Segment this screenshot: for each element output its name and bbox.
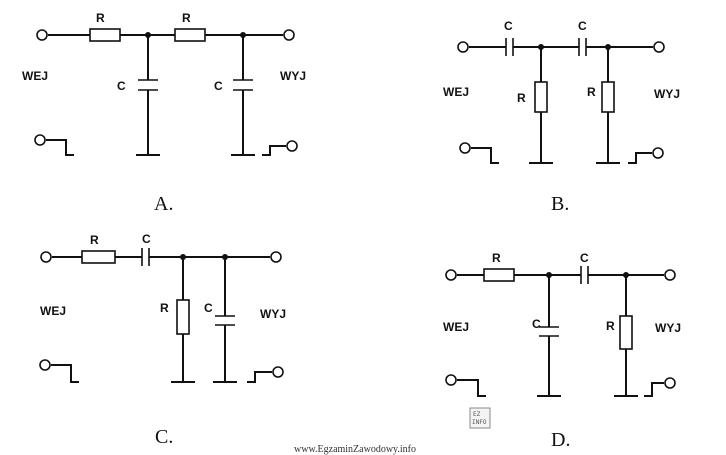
svg-text:EZ: EZ xyxy=(473,411,481,418)
circuit-b-output-label: WYJ xyxy=(654,87,680,101)
circuit-a-output-label: WYJ xyxy=(280,69,306,83)
circuit-b-capacitor-1-label: C xyxy=(504,19,513,33)
circuit-b-resistor-1 xyxy=(534,81,548,113)
circuit-a-resistor-2-label: R xyxy=(182,11,191,25)
circuit-d: R C C R WEJ WYJ D. xyxy=(443,251,681,451)
circuit-b-capacitor-2-label: C xyxy=(578,19,587,33)
circuit-b-resistor-2 xyxy=(601,81,615,113)
circuit-d-resistor-2-label: R xyxy=(606,319,615,333)
watermark-site: www.EgzaminZawodowy.info xyxy=(294,444,416,455)
circuit-d-resistor-2 xyxy=(619,315,633,350)
circuit-a-wiring xyxy=(46,34,286,156)
circuit-b-wiring xyxy=(469,46,653,164)
circuit-c-wiring xyxy=(51,256,272,383)
circuit-c-resistor-2-label: R xyxy=(160,301,169,315)
circuit-c-input-ground-terminal xyxy=(39,359,51,371)
circuit-a-capacitor-1-label: C xyxy=(117,79,126,93)
circuit-a-resistor-2 xyxy=(174,28,206,42)
circuit-d-output-ground-terminal xyxy=(664,377,676,389)
circuit-d-resistor-1 xyxy=(483,268,515,282)
circuit-c-capacitor-1 xyxy=(141,248,150,266)
circuit-b-caption: B. xyxy=(551,193,569,215)
circuit-c-input-terminal xyxy=(40,251,52,263)
circuit-c-capacitor-1-label: C xyxy=(142,232,151,246)
circuit-a-output-ground-terminal xyxy=(286,140,298,152)
circuit-d-capacitor-1-label: C xyxy=(532,317,541,331)
circuit-a-output-terminal xyxy=(283,29,295,41)
circuit-c-resistor-1 xyxy=(81,250,116,264)
circuit-c-capacitor-2 xyxy=(215,315,235,326)
circuit-b-input-terminal xyxy=(457,41,469,53)
circuit-a-caption: A. xyxy=(154,193,173,215)
circuit-d-resistor-1-label: R xyxy=(492,251,501,265)
circuit-a-resistor-1-label: R xyxy=(96,11,105,25)
circuit-a: R R C C WEJ WYJ A. xyxy=(22,11,306,215)
circuit-d-capacitor-2 xyxy=(580,266,589,284)
circuit-c: R C R C WEJ WYJ C. xyxy=(39,232,286,448)
circuit-c-output-ground-terminal xyxy=(272,366,284,378)
circuit-d-caption: D. xyxy=(551,429,570,451)
circuit-b-input-ground-terminal xyxy=(459,142,471,154)
circuit-c-node-1 xyxy=(180,254,186,260)
circuit-c-node-2 xyxy=(222,254,228,260)
circuit-c-output-terminal xyxy=(270,251,282,263)
circuit-a-capacitor-1 xyxy=(138,79,158,91)
circuit-a-node-1 xyxy=(145,32,151,38)
circuit-b-input-label: WEJ xyxy=(443,85,469,99)
circuit-c-caption: C. xyxy=(155,426,173,448)
circuit-d-wiring xyxy=(457,274,664,397)
circuit-b-capacitor-2 xyxy=(578,38,587,56)
circuit-c-resistor-2 xyxy=(176,299,190,335)
circuit-c-resistor-1-label: R xyxy=(90,233,99,247)
circuit-d-output-label: WYJ xyxy=(655,321,681,335)
circuit-b-resistor-2-label: R xyxy=(587,85,596,99)
svg-text:INFO: INFO xyxy=(472,419,487,426)
circuit-a-input-label: WEJ xyxy=(22,69,48,83)
circuit-d-node-1 xyxy=(546,272,552,278)
circuit-b-node-2 xyxy=(605,44,611,50)
circuit-a-input-ground-terminal xyxy=(34,134,46,146)
circuit-c-capacitor-2-label: C xyxy=(204,301,213,315)
circuit-a-capacitor-2 xyxy=(233,79,253,91)
circuit-b-resistor-1-label: R xyxy=(517,91,526,105)
circuit-b-node-1 xyxy=(538,44,544,50)
circuit-d-input-ground-terminal xyxy=(445,374,457,386)
circuit-d-input-label: WEJ xyxy=(443,320,469,334)
circuit-a-capacitor-2-label: C xyxy=(214,79,223,93)
circuit-c-input-label: WEJ xyxy=(40,304,66,318)
watermark-logo: EZ INFO xyxy=(469,407,491,429)
circuit-b-output-ground-terminal xyxy=(652,147,664,159)
circuit-d-input-terminal xyxy=(445,269,457,281)
circuit-b-capacitor-1 xyxy=(505,38,514,56)
circuit-d-capacitor-2-label: C xyxy=(580,251,589,265)
circuit-d-node-2 xyxy=(623,272,629,278)
circuit-b: C C R R WEJ WYJ B. xyxy=(443,19,680,215)
circuit-a-input-terminal xyxy=(36,29,48,41)
circuit-b-output-terminal xyxy=(653,41,665,53)
circuit-d-output-terminal xyxy=(664,269,676,281)
circuit-c-output-label: WYJ xyxy=(260,307,286,321)
circuit-a-resistor-1 xyxy=(89,28,121,42)
circuit-a-node-2 xyxy=(240,32,246,38)
circuit-d-capacitor-1 xyxy=(539,326,559,337)
